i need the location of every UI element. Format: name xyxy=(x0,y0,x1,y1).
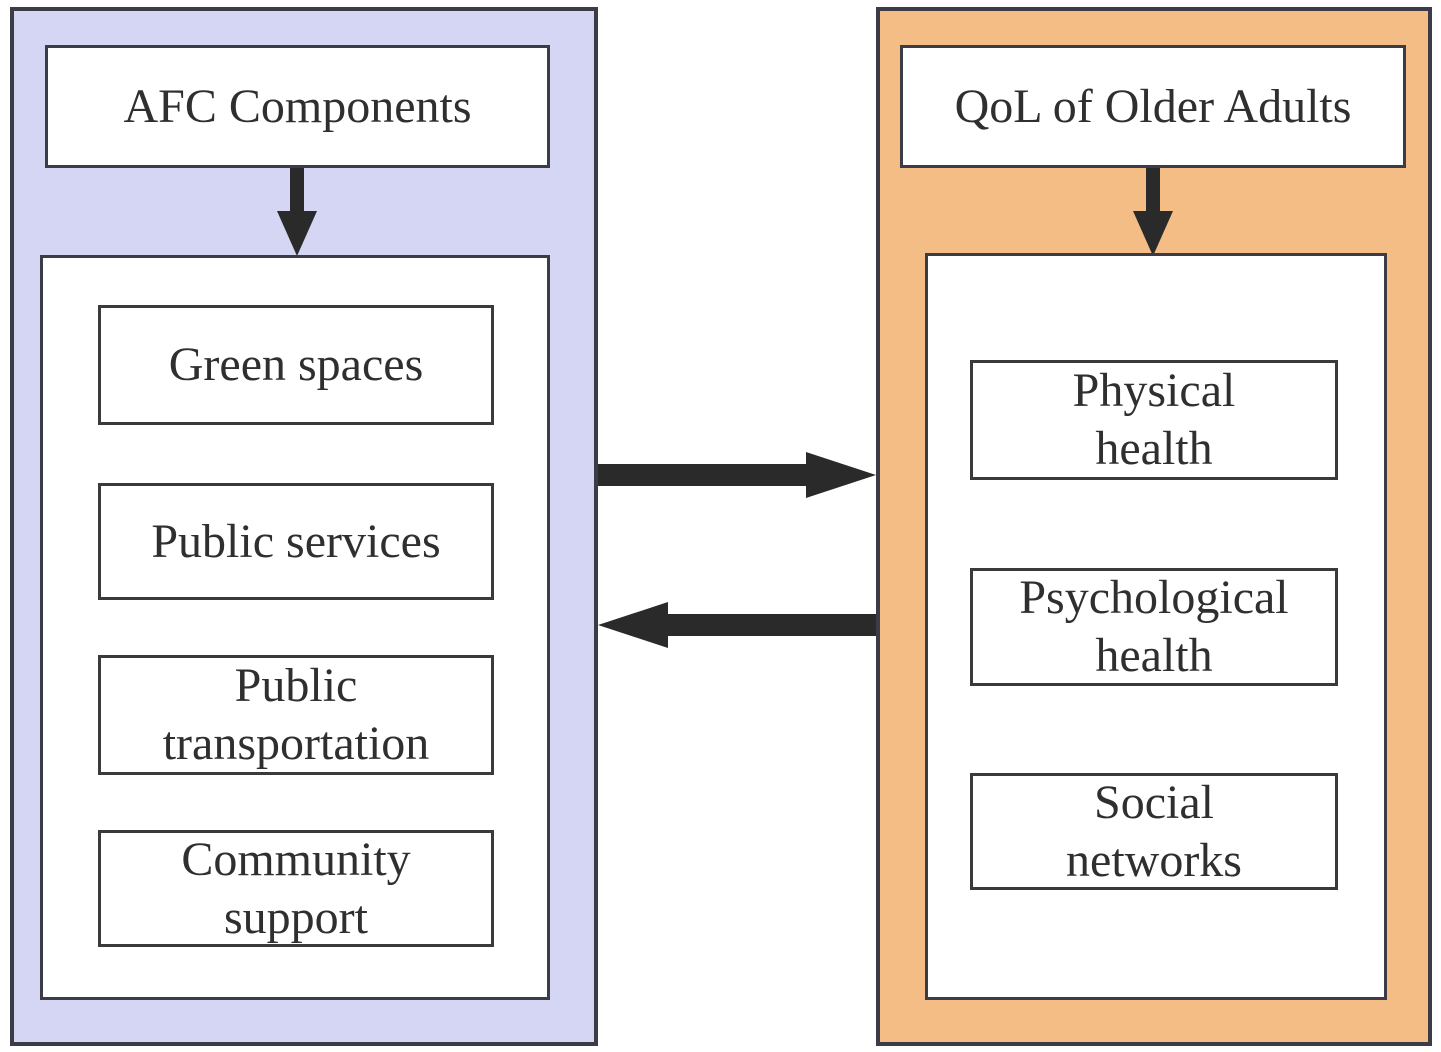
qol-item-label: Social networks xyxy=(1066,775,1242,887)
afc-item-label: Green spaces xyxy=(168,338,424,392)
afc-items-container: Green spaces Public services Public tran… xyxy=(40,255,550,1000)
down-arrow-icon xyxy=(1133,168,1173,256)
qol-panel-title: QoL of Older Adults xyxy=(954,80,1352,133)
left-arrow-icon xyxy=(598,602,876,648)
qol-header-box: QoL of Older Adults xyxy=(900,45,1406,168)
afc-header-box: AFC Components xyxy=(45,45,550,168)
qol-item-physical-health: Physical health xyxy=(970,360,1338,480)
afc-item-public-transportation: Public transportation xyxy=(98,655,494,775)
afc-item-community-support: Community support xyxy=(98,830,494,947)
qol-item-label: Psychological health xyxy=(1019,571,1289,682)
down-arrow-icon xyxy=(277,168,317,256)
qol-item-label: Physical health xyxy=(1072,364,1236,475)
qol-items-container: Physical health Psychological health Soc… xyxy=(925,253,1387,1000)
afc-item-public-services: Public services xyxy=(98,483,494,600)
afc-item-label: Community support xyxy=(181,832,411,944)
afc-item-label: Public services xyxy=(151,514,441,568)
qol-panel: QoL of Older Adults Physical health Psyc… xyxy=(876,7,1432,1046)
afc-panel: AFC Components Green spaces Public servi… xyxy=(10,7,598,1046)
qol-item-psychological-health: Psychological health xyxy=(970,568,1338,686)
afc-item-label: Public transportation xyxy=(162,659,430,770)
qol-item-social-networks: Social networks xyxy=(970,773,1338,890)
afc-panel-title: AFC Components xyxy=(123,80,472,133)
right-arrow-icon xyxy=(598,452,876,498)
afc-item-green-spaces: Green spaces xyxy=(98,305,494,425)
